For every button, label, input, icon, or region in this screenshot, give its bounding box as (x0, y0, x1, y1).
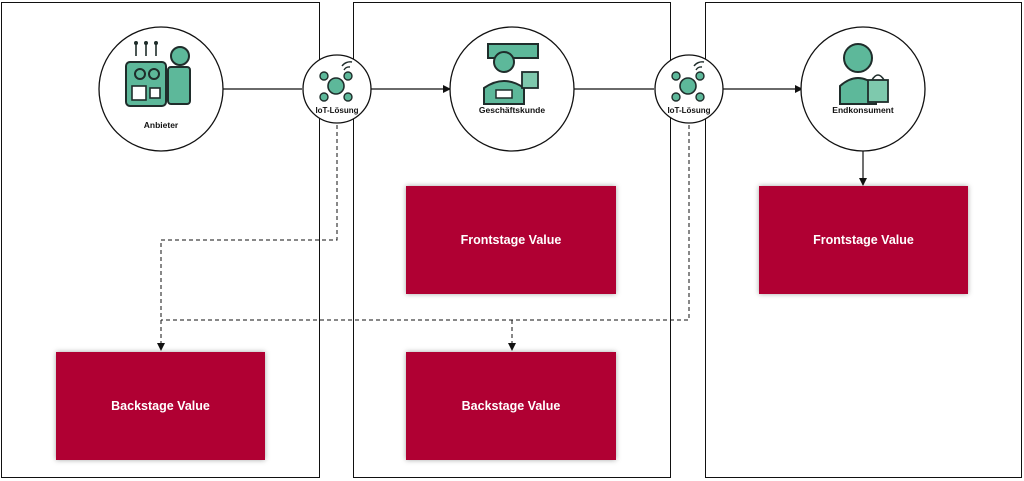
node-label-iot-2: IoT-Lösung (667, 106, 710, 115)
node-label-geschaeftskunde: Geschäftskunde (479, 105, 545, 115)
node-label-anbieter: Anbieter (144, 120, 179, 130)
node-endkonsument: Endkonsument (800, 26, 926, 152)
node-label-endkonsument: Endkonsument (832, 105, 894, 115)
node-geschaeftskunde: Geschäftskunde (449, 26, 575, 152)
merchant-icon (483, 43, 539, 105)
backstage-value-box-2: Backstage Value (406, 352, 616, 460)
iot-network-icon (319, 61, 353, 102)
frontstage-value-box-1: Frontstage Value (406, 186, 616, 294)
frontstage-value-box-2: Frontstage Value (759, 186, 968, 294)
solid-connectors (222, 85, 867, 186)
node-iot-2: IoT-Lösung (654, 54, 724, 124)
dashed-connectors (157, 125, 690, 351)
node-iot-1: IoT-Lösung (302, 54, 372, 124)
engineer-icon (125, 41, 191, 107)
node-anbieter: Anbieter (98, 26, 224, 152)
consumer-icon (839, 43, 889, 105)
iot-network-icon (671, 61, 705, 102)
node-label-iot-1: IoT-Lösung (315, 106, 358, 115)
backstage-value-box-1: Backstage Value (56, 352, 265, 460)
